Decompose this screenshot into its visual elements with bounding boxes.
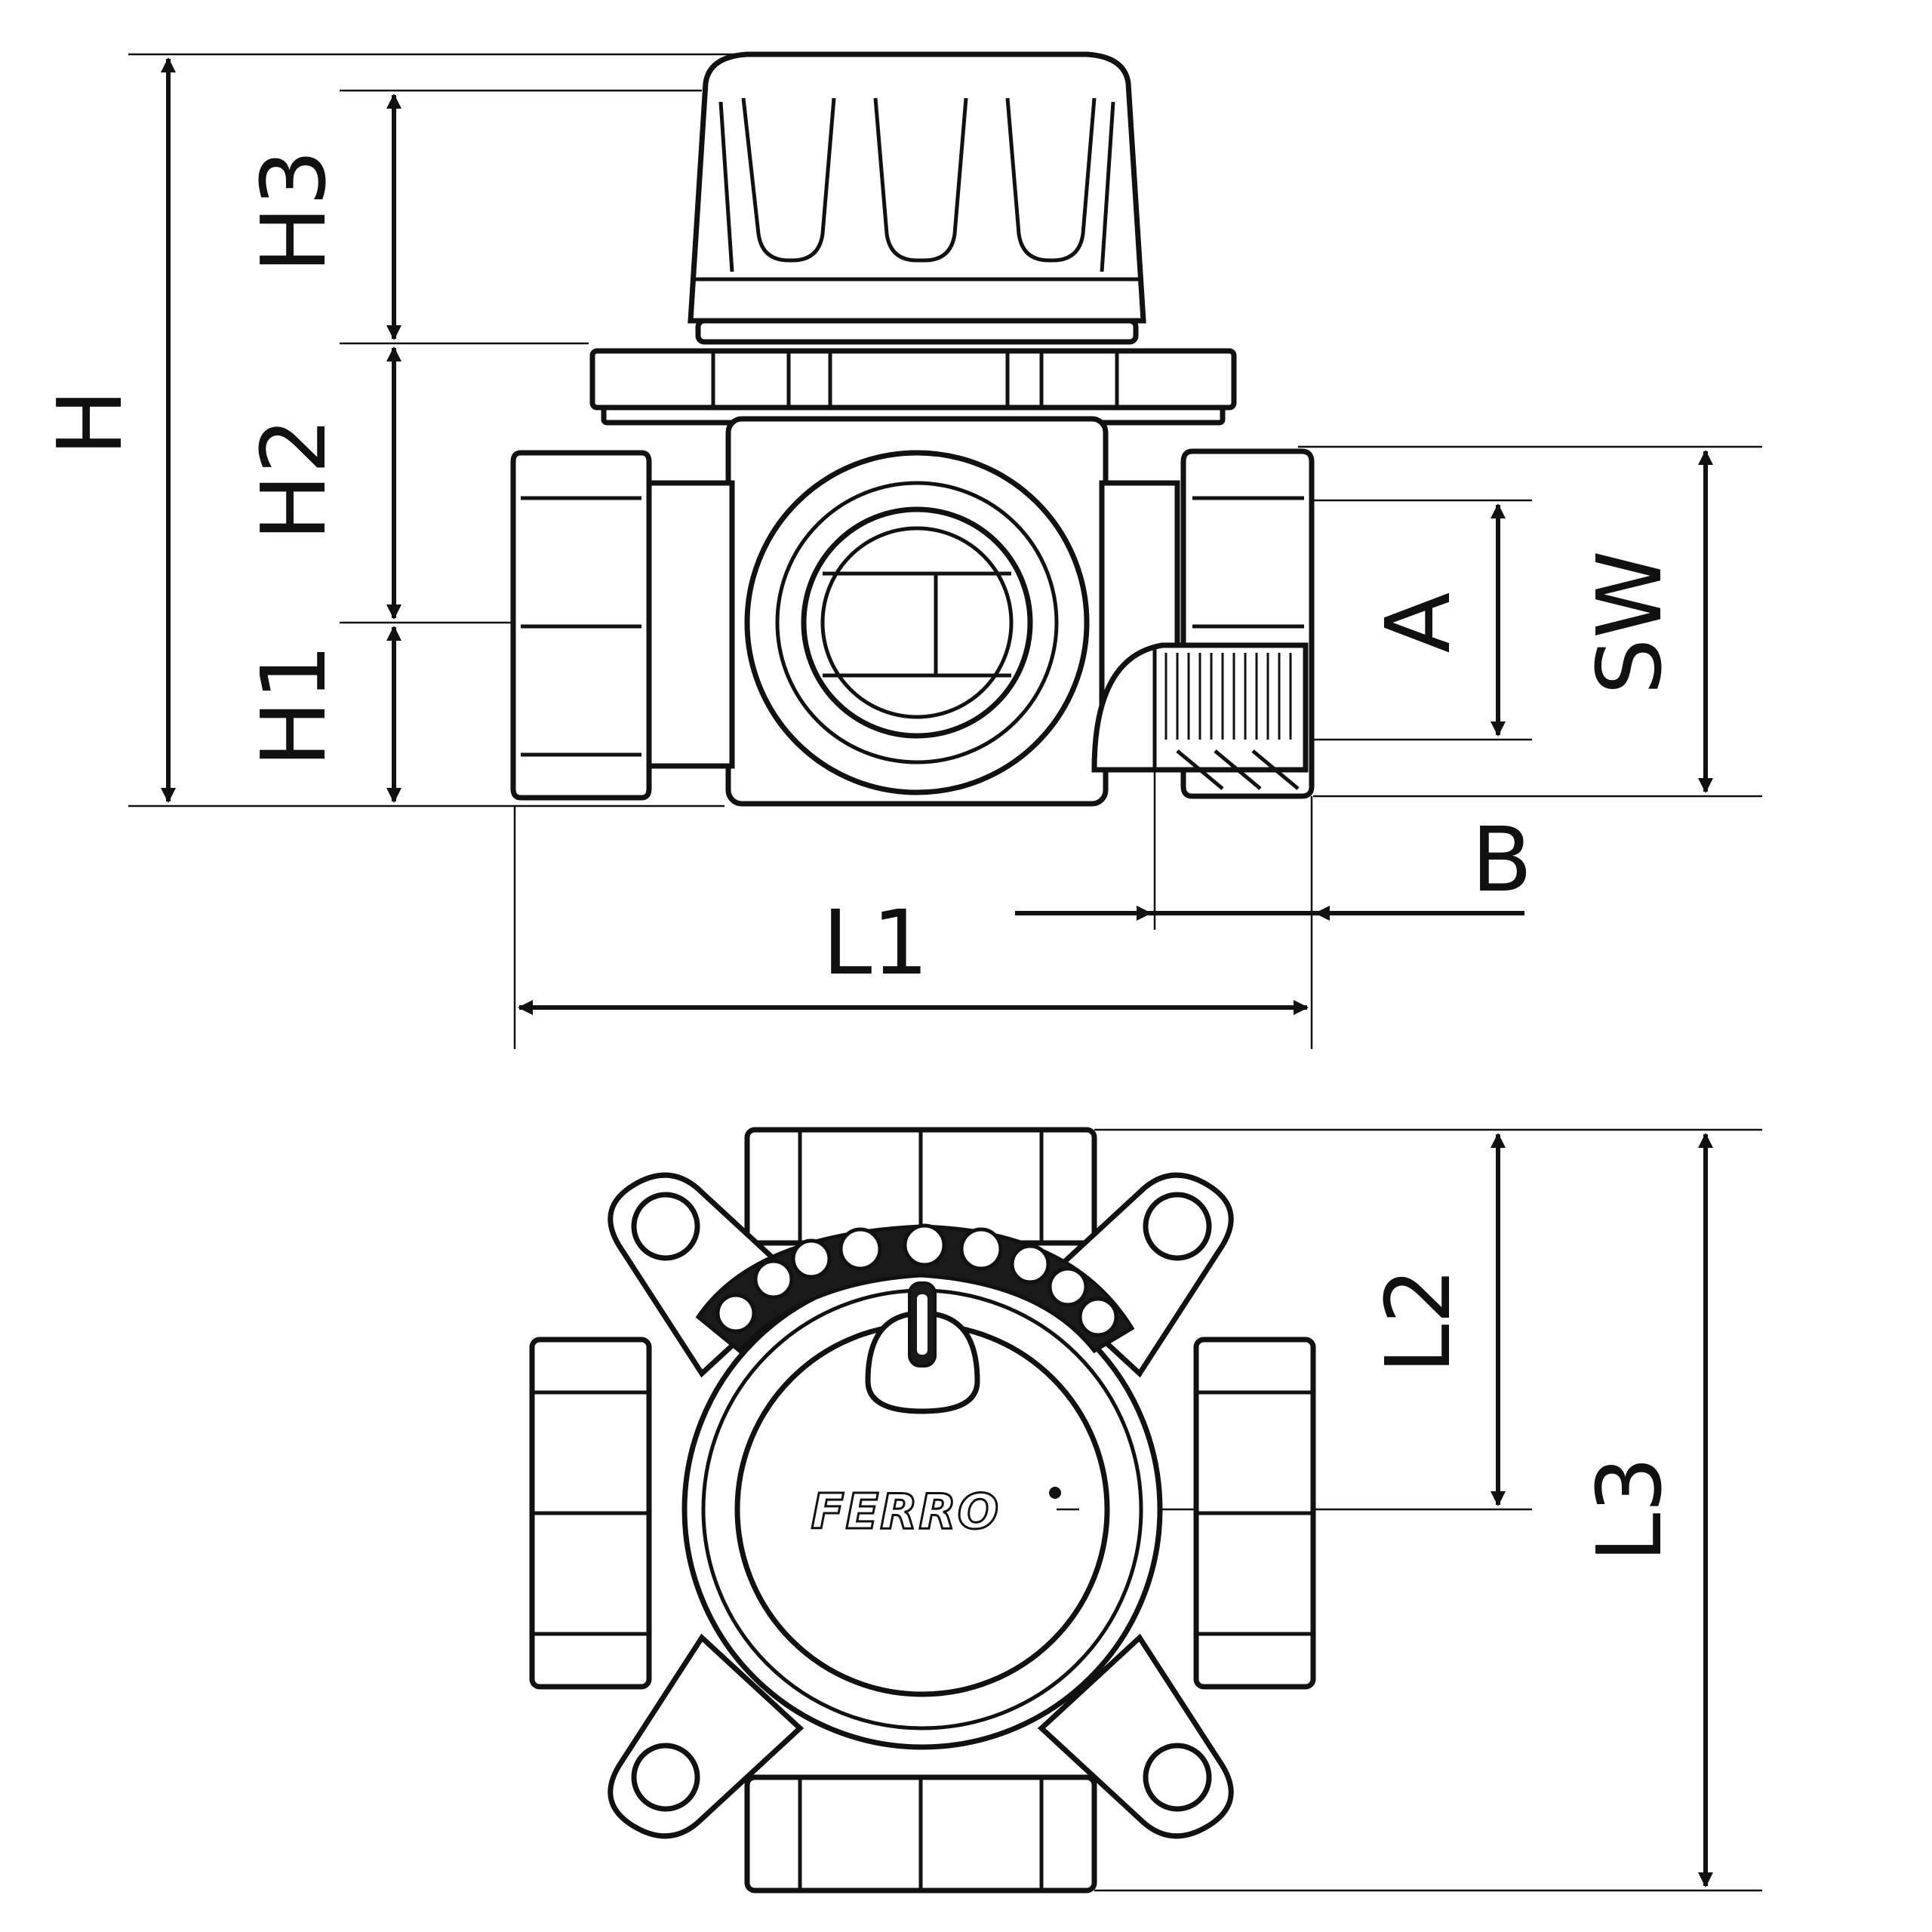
valve-body: [510, 416, 1315, 807]
brand-dot: [1049, 1487, 1061, 1499]
top-view: L2 L3: [529, 1127, 1762, 1894]
pointer-indicator: [865, 1281, 980, 1414]
mounting-hole: [1143, 1743, 1212, 1812]
label-l2: L2: [1366, 1268, 1470, 1374]
scale-dots: [715, 1223, 1118, 1337]
label-h1: H1: [242, 644, 346, 768]
brand-logo: FERRO: [811, 1484, 1000, 1540]
label-sw: SW: [1577, 550, 1681, 695]
mounting-hole: [631, 1743, 700, 1812]
top-port-bottom: [744, 1774, 1097, 1894]
side-view: H H3 H2 H1 A SW B L1: [38, 51, 1762, 1049]
top-port-right: [1193, 1337, 1316, 1690]
label-l3: L3: [1577, 1457, 1681, 1563]
dimension-arrows: [161, 57, 1713, 1015]
mounting-flange: [589, 348, 1237, 426]
flange-lugs: [608, 1172, 1234, 1839]
mounting-hole: [1143, 1192, 1212, 1261]
top-port-left: [529, 1337, 652, 1690]
label-b: B: [1472, 808, 1533, 912]
mounting-hole: [631, 1192, 700, 1261]
label-h2: H2: [242, 417, 346, 541]
adjustment-knob: [688, 51, 1146, 345]
label-h3: H3: [242, 149, 346, 273]
thread-hatching: [1164, 653, 1292, 740]
label-l1: L1: [823, 891, 929, 995]
label-a: A: [1366, 592, 1470, 654]
label-h: H: [38, 389, 142, 457]
